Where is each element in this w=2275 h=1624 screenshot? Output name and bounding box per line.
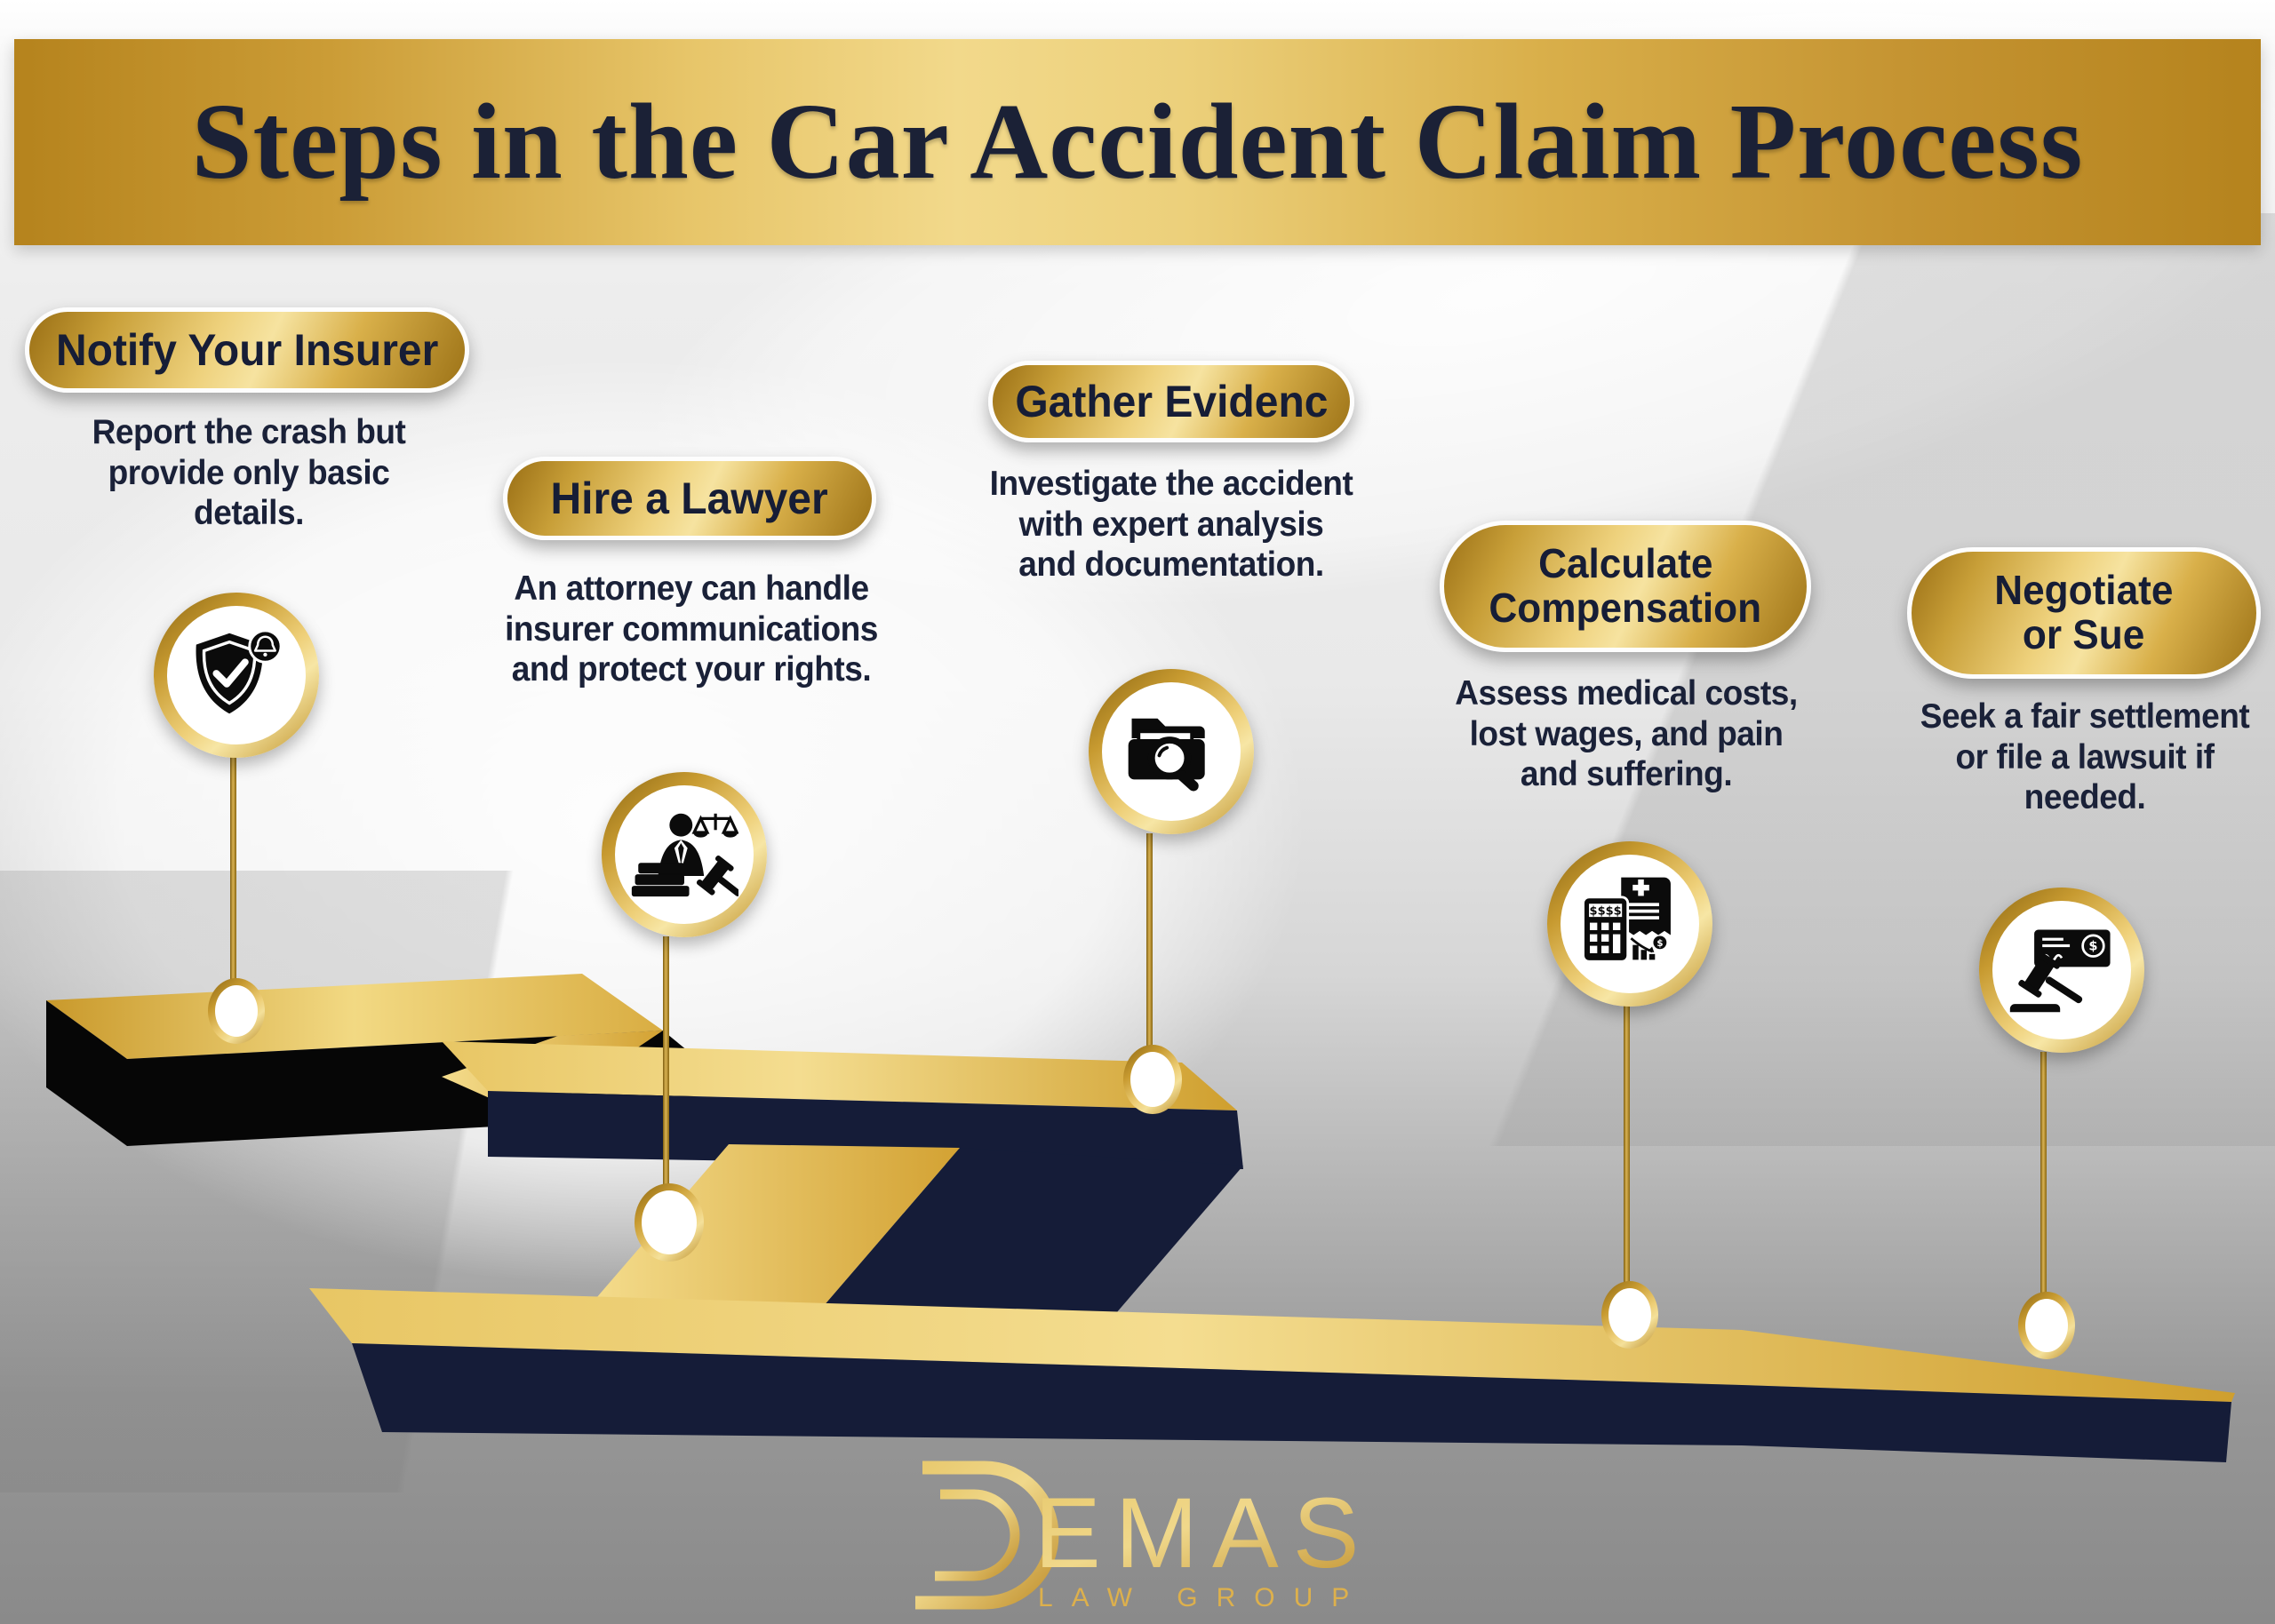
connector-stem-2 <box>663 936 669 1224</box>
step-badge-calculate-compensation: Calculate Compensation <box>1440 521 1811 652</box>
road-marker-5 <box>2018 1292 2075 1359</box>
brand-name: EMAS <box>1034 1477 1373 1588</box>
road-marker-4 <box>1601 1281 1658 1349</box>
demas-d-monogram <box>915 1461 1059 1610</box>
step-badge-hire-lawyer: Hire a Lawyer <box>503 457 876 540</box>
step-icon-circle-1 <box>154 593 319 758</box>
step-badge-label: Hire a Lawyer <box>550 474 829 523</box>
shield-check-bell-icon <box>196 629 283 714</box>
road-marker-2 <box>635 1183 704 1262</box>
road-segment1-top <box>46 974 663 1059</box>
demas-law-group-logo: EMAS LAW GROUP <box>899 1453 1379 1619</box>
road-segment3-front <box>352 1343 2231 1462</box>
svg-text:$: $ <box>1656 939 1663 949</box>
connector-stem-4 <box>1624 1006 1630 1317</box>
step-badge-gather-evidence: Gather Evidenc <box>988 361 1354 442</box>
title-banner: Steps in the Car Accident Claim Process <box>14 39 2261 245</box>
step-icon-circle-3 <box>1089 669 1254 834</box>
lawyer-scales-gavel-icon <box>631 813 738 897</box>
road-diagonal-top <box>591 1144 960 1308</box>
connector-stem-3 <box>1146 833 1153 1081</box>
step-badge-negotiate-or-sue: Negotiate or Sue <box>1907 547 2261 679</box>
step-badge-label: or Sue <box>2023 611 2145 657</box>
step-description-4: Assess medical costs, lost wages, and pa… <box>1455 674 1798 794</box>
road-marker-3 <box>1123 1045 1182 1114</box>
gavel-cheque-icon: $ <box>2009 929 2111 1013</box>
page-title: Steps in the Car Accident Claim Process <box>191 82 2084 202</box>
step-icon-circle-2 <box>602 772 767 937</box>
folder-magnifier-icon <box>1128 718 1205 792</box>
road-segment2-top <box>442 1041 1237 1111</box>
svg-text:$$$$: $$$$ <box>1590 904 1622 918</box>
road-segment1-cap <box>46 1000 127 1146</box>
step-badge-notify-insurer: Notify Your Insurer <box>25 307 469 393</box>
step-description-5: Seek a fair settlement or file a lawsuit… <box>1920 697 2250 817</box>
brand-tagline: LAW GROUP <box>1038 1583 1368 1612</box>
calculator-medical-bill-icon: $$$$ $ <box>1582 877 1671 963</box>
step-description-3: Investigate the accident with expert ana… <box>989 465 1353 585</box>
connector-stem-1 <box>230 757 236 1013</box>
road-marker-1 <box>208 978 265 1044</box>
svg-text:$: $ <box>2088 940 2097 954</box>
step-badge-label: Gather Evidenc <box>1014 377 1329 426</box>
road-segment2-front <box>488 1091 1243 1169</box>
step-badge-label: Negotiate <box>1994 567 2174 614</box>
step-description-1: Report the crash but provide only basic … <box>92 413 406 533</box>
connector-stem-5 <box>2040 1052 2047 1327</box>
step-badge-label: Calculate <box>1537 540 1713 587</box>
step-icon-circle-5: $ <box>1979 888 2144 1053</box>
road-diagonal-side <box>822 1148 1243 1325</box>
step-badge-label: Notify Your Insurer <box>55 325 439 375</box>
road-segment3-top <box>309 1288 2235 1402</box>
step-description-2: An attorney can handle insurer communica… <box>505 569 878 689</box>
step-badge-label: Compensation <box>1489 585 1762 631</box>
step-icon-circle-4: $$$$ $ <box>1547 841 1712 1007</box>
